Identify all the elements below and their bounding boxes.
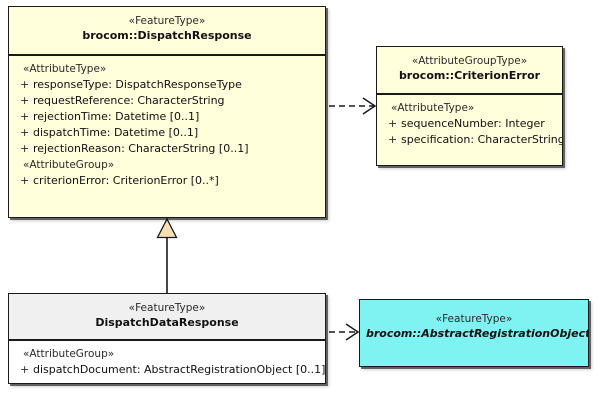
visibility-marker: +: [20, 126, 30, 139]
attribute-row: + dispatchDocument: AbstractRegistration…: [13, 362, 325, 378]
attribute-text: rejectionReason: CharacterString [0..1]: [33, 142, 249, 155]
attribute-group-label: «AttributeGroup»: [23, 159, 115, 171]
class-stereotype: «AttributeGroupType»: [411, 55, 528, 67]
generalization-dispatchdataresponse-to-dispatchresponse: [156, 217, 178, 293]
attribute-row: + rejectionReason: CharacterString [0..1…: [13, 141, 321, 157]
class-stereotype: «FeatureType»: [435, 313, 513, 325]
class-name: brocom::AbstractRegistrationObject: [366, 327, 589, 340]
generalization-triangle-icon: [156, 217, 178, 239]
class-box-dispatch-data-response[interactable]: «FeatureType» DispatchDataResponse «Attr…: [8, 293, 326, 384]
visibility-marker: +: [20, 174, 30, 187]
class-box-dispatch-response[interactable]: «FeatureType» brocom::DispatchResponse «…: [8, 6, 326, 218]
class-box-criterion-error[interactable]: «AttributeGroupType» brocom::CriterionEr…: [376, 46, 563, 166]
attribute-group-label: «AttributeType»: [23, 63, 107, 75]
attribute-text: dispatchDocument: AbstractRegistrationOb…: [33, 363, 326, 376]
attribute-row: + requestReference: CharacterString: [13, 93, 321, 109]
class-box-abstract-registration-object[interactable]: «FeatureType» brocom::AbstractRegistrati…: [359, 299, 589, 367]
attribute-text: responseType: DispatchResponseType: [33, 78, 242, 91]
visibility-marker: +: [20, 363, 30, 376]
visibility-marker: +: [388, 117, 398, 130]
class-name: brocom::DispatchResponse: [82, 29, 252, 42]
dependency-dispatchresponse-to-criterionerror: [329, 97, 377, 115]
visibility-marker: +: [20, 110, 30, 123]
visibility-marker: +: [20, 78, 30, 91]
class-header: «FeatureType» DispatchDataResponse: [9, 294, 325, 341]
dependency-dispatchdataresponse-to-abstractregistrationobject: [329, 323, 360, 341]
attribute-text: dispatchTime: Datetime [0..1]: [33, 126, 199, 139]
attribute-group-label: «AttributeGroup»: [23, 348, 115, 360]
class-header: «AttributeGroupType» brocom::CriterionEr…: [377, 47, 562, 95]
class-name: DispatchDataResponse: [95, 316, 239, 329]
class-attributes-compartment: «AttributeType» + responseType: Dispatch…: [9, 56, 325, 195]
visibility-marker: +: [20, 142, 30, 155]
attribute-text: sequenceNumber: Integer: [401, 117, 545, 130]
visibility-marker: +: [20, 94, 30, 107]
visibility-marker: +: [388, 133, 398, 146]
attribute-text: criterionError: CriterionError [0..*]: [33, 174, 219, 187]
attribute-text: requestReference: CharacterString: [33, 94, 225, 107]
attribute-text: specification: CharacterString: [401, 133, 563, 146]
attribute-text: rejectionTime: Datetime [0..1]: [33, 110, 200, 123]
class-header: «FeatureType» brocom::DispatchResponse: [9, 7, 325, 56]
attribute-row: + criterionError: CriterionError [0..*]: [13, 173, 321, 189]
class-header: «FeatureType» brocom::AbstractRegistrati…: [360, 300, 588, 366]
attribute-row: + specification: CharacterString: [381, 132, 562, 148]
attribute-group-label: «AttributeType»: [391, 102, 475, 114]
open-arrowhead-icon: [362, 97, 377, 115]
attribute-row: + rejectionTime: Datetime [0..1]: [13, 109, 321, 125]
class-stereotype: «FeatureType»: [128, 15, 206, 27]
class-attributes-compartment: «AttributeType» + sequenceNumber: Intege…: [377, 95, 562, 154]
attribute-row: + dispatchTime: Datetime [0..1]: [13, 125, 321, 141]
class-stereotype: «FeatureType»: [128, 302, 206, 314]
open-arrowhead-icon: [345, 323, 360, 341]
class-name: brocom::CriterionError: [398, 69, 541, 82]
class-attributes-compartment: «AttributeGroup» + dispatchDocument: Abs…: [9, 341, 325, 383]
attribute-row: + responseType: DispatchResponseType: [13, 77, 321, 93]
attribute-row: + sequenceNumber: Integer: [381, 116, 558, 132]
